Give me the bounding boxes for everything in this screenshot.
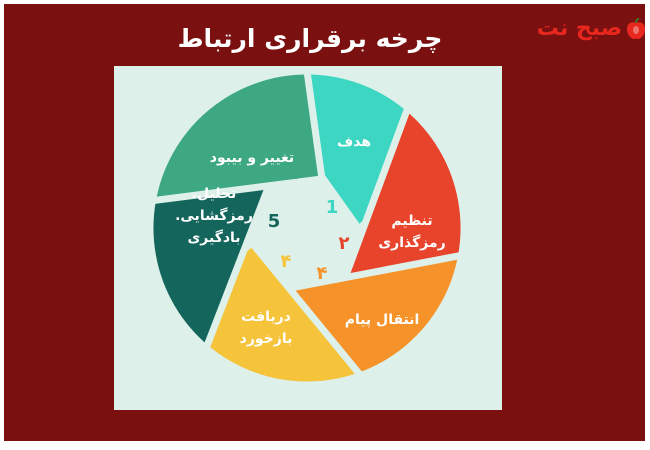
step-number-analysis: 5 [268,211,281,232]
page-title: چرخه برقراری ارتباط [177,24,443,53]
segment-label-goal: هدف [337,134,371,150]
segment-label-transmission: انتقال پیام [345,312,420,328]
step-number-improvement: ۶ [293,163,304,184]
step-number-feedback: ۴ [281,251,292,272]
communication-cycle-diagram: هدف 1 تنظیم رمزگذاری ۲ انتقال پیام ۴ دریافت بازخ… [146,67,468,389]
segment-label-encoding: رمزگذاری [378,234,445,251]
step-number-goal: 1 [326,197,339,218]
segment-label-improvement: تغییر و بیبود [210,150,294,166]
segment-improvement [148,67,326,205]
apple-icon [626,17,646,40]
brand-name: صبح نت [536,16,622,41]
step-number-encoding: ۲ [339,233,350,254]
segment-label-analysis: رمزگشایی. [175,207,253,224]
segment-label-analysis: بادگیری [187,229,240,246]
segment-label-encoding: تنظیم [391,213,432,229]
segment-label-analysis: تحلیل. [192,186,237,202]
step-number-transmission: ۴ [317,263,328,284]
segment-label-feedback: دریافت [241,309,291,325]
brand-logo: صبح نت [536,14,646,44]
segment-label-feedback: بازخورد [240,331,293,347]
